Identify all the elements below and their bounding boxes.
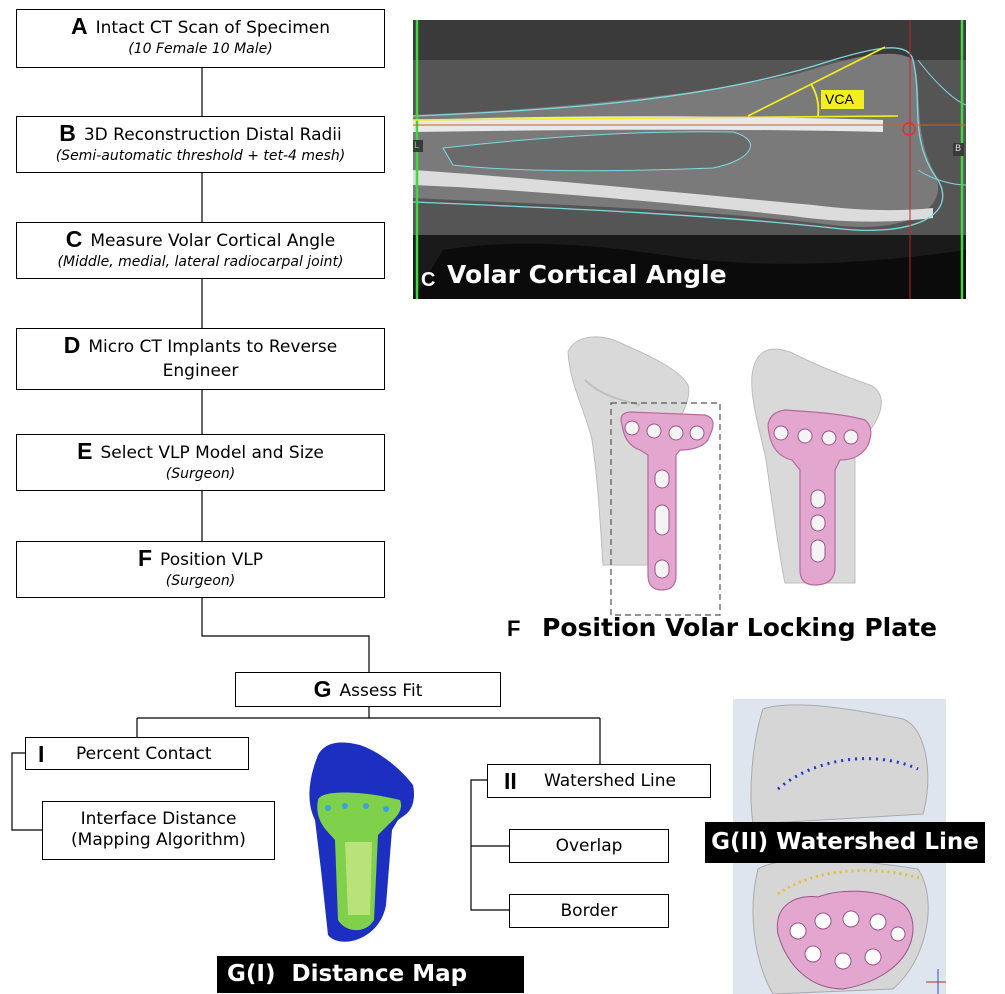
distance-map-caption-text: G(I) Distance Map (227, 961, 467, 987)
watershed-caption-text: G(II) Watershed Line (711, 829, 979, 855)
distance-map-caption: G(I) Distance Map (217, 956, 524, 993)
watershed-caption: G(II) Watershed Line (705, 822, 985, 863)
